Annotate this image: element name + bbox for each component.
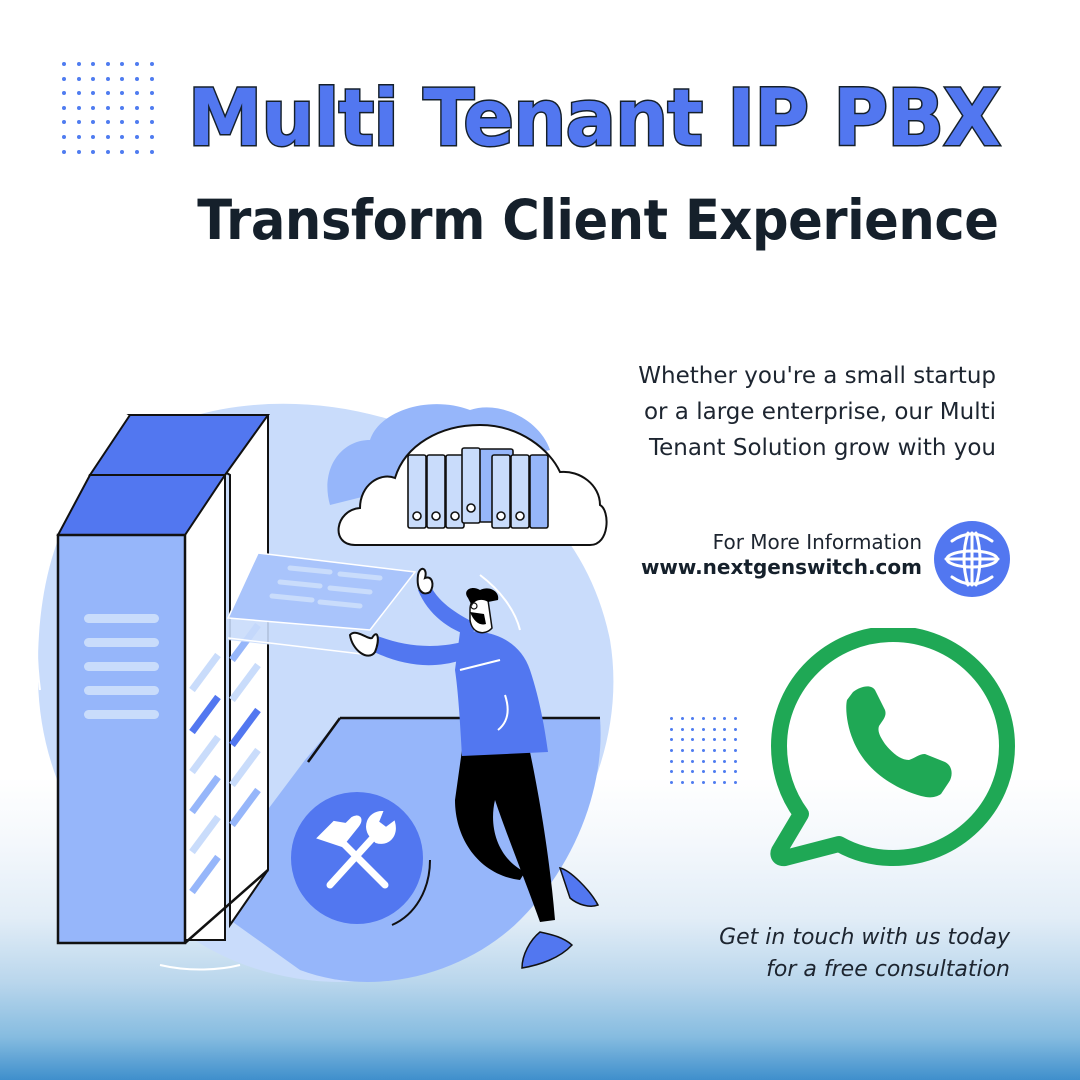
contact-label: For More Information bbox=[712, 530, 922, 554]
call-to-action: Get in touch with us today for a free co… bbox=[719, 922, 1010, 986]
cta-line: Get in touch with us today bbox=[719, 925, 1010, 950]
website-link[interactable]: www.nextgenswitch.com bbox=[640, 555, 922, 579]
description-line: Whether you're a small startup bbox=[638, 363, 996, 389]
globe-icon[interactable] bbox=[932, 519, 1012, 599]
description: Whether you're a small startup or a larg… bbox=[638, 358, 996, 466]
wrench-hammer-icon bbox=[316, 810, 396, 889]
server-illustration bbox=[36, 396, 614, 983]
dot-grid-decoration bbox=[62, 62, 154, 154]
dot-grid-decoration bbox=[670, 717, 738, 785]
page-title: Multi Tenant IP PBX bbox=[186, 74, 1002, 164]
contact-info: For More Information www.nextgenswitch.c… bbox=[641, 530, 922, 580]
page-subtitle: Transform Client Experience bbox=[196, 188, 999, 252]
cta-line: for a free consultation bbox=[766, 957, 1010, 982]
description-line: Tenant Solution grow with you bbox=[649, 435, 996, 461]
description-line: or a large enterprise, our Multi bbox=[643, 399, 996, 425]
person-torso bbox=[455, 631, 548, 756]
person-legs bbox=[455, 750, 555, 922]
whatsapp-icon[interactable] bbox=[765, 628, 1015, 868]
